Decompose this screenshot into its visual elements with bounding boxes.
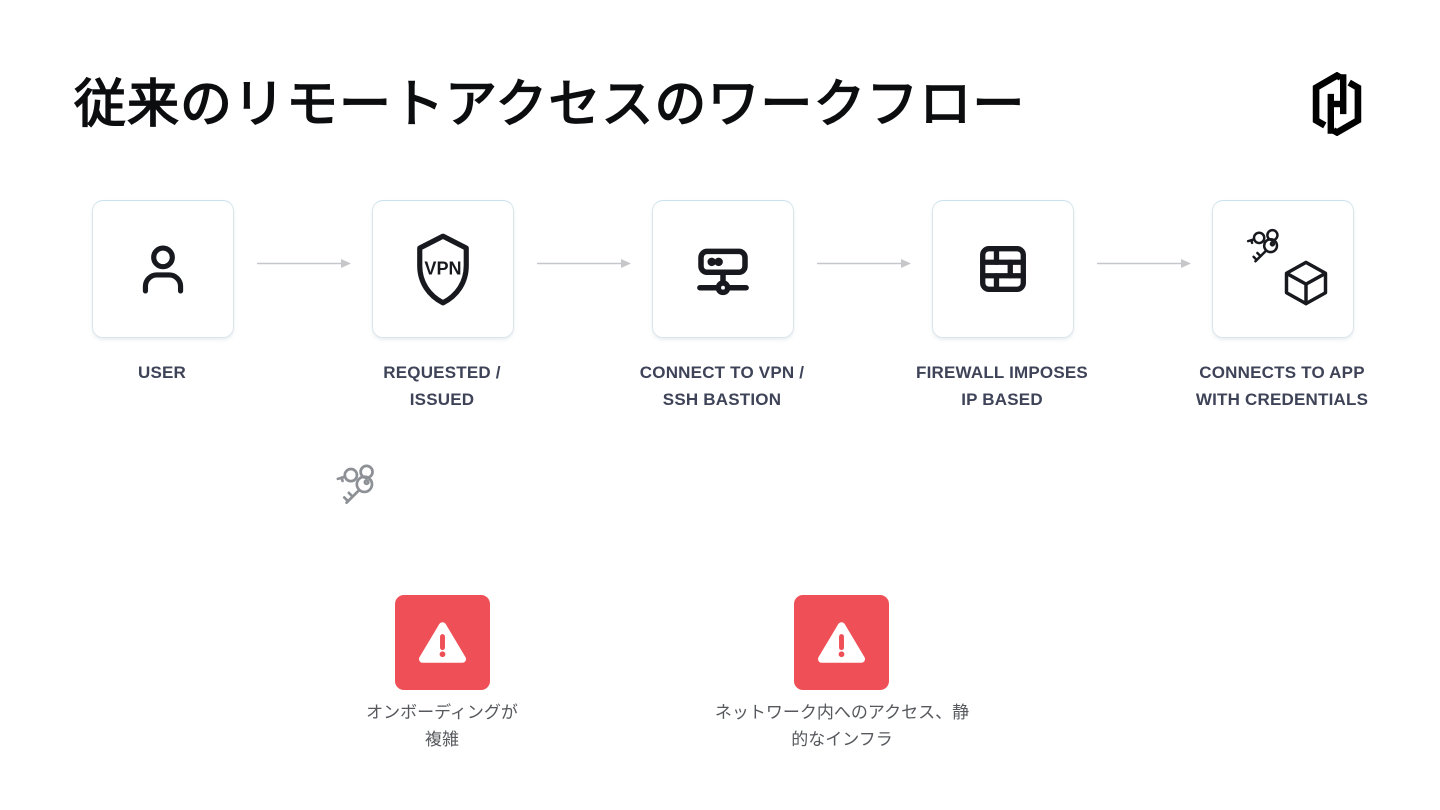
step-label-user: USER: [137, 363, 187, 382]
hashicorp-logo-icon: [1312, 72, 1362, 136]
step-card-vpn-bastion: [652, 200, 794, 338]
cube-icon: [1284, 260, 1328, 306]
page-title: 従来のリモートアクセスのワークフロー: [74, 76, 1026, 134]
warning-card-onboarding: [395, 595, 490, 690]
dotted-connector-2: [839, 385, 843, 595]
firewall-icon: [980, 246, 1026, 292]
server-icon: [697, 248, 749, 296]
step-card-firewall: [932, 200, 1074, 338]
user-icon: [142, 245, 184, 294]
warning-triangle-icon: [818, 622, 865, 663]
step-label-app-credentials: CONNECTS TO APP WITH CREDENTIALS: [1195, 363, 1369, 409]
keys-sketch-icon: [336, 464, 374, 505]
issue-caption-onboarding: オンボーディングが 複雑: [366, 703, 518, 749]
step-card-app-credentials: [1212, 200, 1354, 338]
step-card-user: [92, 200, 234, 338]
warning-triangle-icon: [419, 622, 466, 663]
step-label-connect-bastion: CONNECT TO VPN / SSH BASTION: [639, 363, 805, 409]
issue-caption-network: ネットワーク内へのアクセス、静 的なインフラ: [714, 703, 970, 749]
vpn-shield-label: VPN: [424, 258, 461, 278]
flow-arrow-2: [537, 259, 631, 268]
vpn-shield-icon: VPN: [417, 233, 469, 305]
flow-arrow-4: [1097, 259, 1191, 268]
flow-arrow-3: [817, 259, 911, 268]
dotted-connector-1: [439, 510, 443, 596]
keys-icon: [1246, 228, 1279, 263]
step-card-vpn-issued: VPN: [372, 200, 514, 338]
flow-arrow-1: [257, 259, 351, 268]
step-label-firewall: FIREWALL IMPOSES IP BASED: [916, 363, 1088, 409]
warning-card-network: [794, 595, 889, 690]
step-label-requested-issued: REQUESTED / ISSUED: [383, 363, 501, 409]
